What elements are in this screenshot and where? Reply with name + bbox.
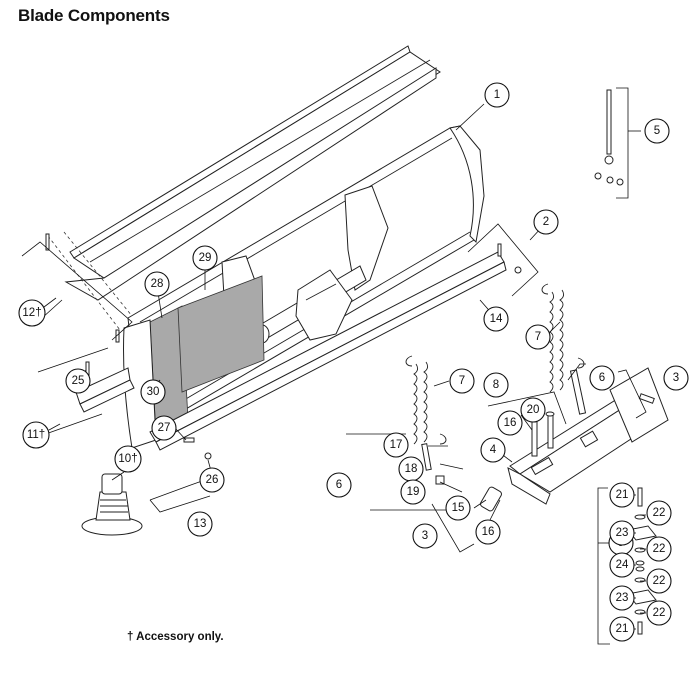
a-frame [507, 367, 669, 505]
callout-8: 8 [483, 372, 509, 398]
callout-3: 3 [663, 365, 689, 391]
callout-23-b: 23 [609, 585, 635, 611]
leader-lines [41, 103, 646, 630]
svg-text:22: 22 [653, 607, 666, 619]
callout-26: 26 [199, 467, 225, 493]
callout-30: 30 [140, 379, 166, 405]
small-bolts [45, 233, 522, 460]
callout-16-lower: 16 [475, 519, 501, 545]
svg-text:4: 4 [490, 444, 497, 456]
callout-5: 5 [644, 118, 670, 144]
svg-text:24: 24 [616, 559, 629, 571]
callout-11: 11† [22, 421, 50, 449]
svg-text:15: 15 [452, 502, 465, 514]
svg-text:21: 21 [616, 623, 629, 635]
spring-lower [405, 355, 447, 445]
callout-22-c: 22 [646, 568, 672, 594]
callout-22-b: 22 [646, 536, 672, 562]
svg-text:25: 25 [72, 375, 85, 387]
callout-20: 20 [520, 397, 546, 423]
callout-21-bottom: 21 [609, 616, 635, 642]
wear-shields [122, 275, 265, 449]
callout-17: 17 [383, 432, 409, 458]
svg-text:27: 27 [158, 422, 171, 434]
svg-text:10†: 10† [118, 453, 137, 465]
svg-text:13: 13 [194, 518, 207, 530]
svg-text:3: 3 [673, 372, 679, 384]
svg-text:5: 5 [654, 125, 660, 137]
callout-22-d: 22 [646, 600, 672, 626]
svg-text:30: 30 [147, 386, 160, 398]
bolt-6-right [569, 369, 587, 415]
svg-text:22: 22 [653, 575, 666, 587]
callout-13: 13 [187, 511, 213, 537]
svg-text:19: 19 [407, 486, 420, 498]
callout-23-a: 23 [609, 520, 635, 546]
pin-15 [480, 486, 502, 512]
footnote: † Accessory only. [127, 631, 224, 643]
bolt-3-right [638, 393, 655, 404]
callout-16-upper: 16 [497, 410, 523, 436]
svg-text:3: 3 [422, 530, 428, 542]
caster-10 [81, 473, 143, 536]
svg-text:29: 29 [199, 252, 212, 264]
svg-text:16: 16 [482, 526, 495, 538]
svg-text:7: 7 [535, 331, 541, 343]
callout-21-top: 21 [609, 482, 635, 508]
callout-2: 2 [533, 209, 559, 235]
callout-1: 1 [484, 82, 510, 108]
callout-22-a: 22 [646, 500, 672, 526]
callout-6-right: 6 [589, 365, 615, 391]
svg-text:17: 17 [390, 439, 403, 451]
svg-text:18: 18 [405, 463, 418, 475]
svg-text:22: 22 [653, 507, 666, 519]
end-piece-left [75, 367, 135, 413]
callout-12: 12† [18, 299, 46, 327]
svg-text:26: 26 [206, 474, 219, 486]
callout-19: 19 [400, 479, 426, 505]
callout-14: 14 [483, 306, 509, 332]
callout-4: 4 [480, 437, 506, 463]
spring-upper [541, 283, 585, 393]
rod-5 [594, 89, 624, 186]
svg-text:2: 2 [543, 216, 549, 228]
callout-7-upper: 7 [525, 324, 551, 350]
callout-10: 10† [114, 445, 142, 473]
callout-28: 28 [144, 271, 170, 297]
cutting-edge [64, 45, 441, 301]
svg-text:7: 7 [459, 375, 465, 387]
svg-text:23: 23 [616, 592, 629, 604]
group-brackets [21, 87, 647, 645]
callout-27: 27 [151, 415, 177, 441]
svg-text:11†: 11† [27, 429, 45, 441]
callout-24: 24 [609, 552, 635, 578]
lower-edge-strip [149, 251, 507, 451]
svg-text:8: 8 [493, 379, 499, 391]
callout-3-lower: 3 [412, 523, 438, 549]
bolt-17-assembly [421, 443, 445, 485]
svg-text:28: 28 [151, 278, 164, 290]
svg-text:21: 21 [616, 489, 629, 501]
svg-text:12†: 12† [22, 307, 41, 319]
callout-6-lower: 6 [326, 472, 352, 498]
svg-text:14: 14 [490, 313, 503, 325]
callout-18: 18 [398, 456, 424, 482]
svg-text:16: 16 [504, 417, 517, 429]
svg-text:1: 1 [494, 89, 500, 101]
svg-text:6: 6 [599, 372, 605, 384]
callout-15: 15 [445, 495, 471, 521]
svg-text:22: 22 [653, 543, 666, 555]
svg-text:20: 20 [527, 404, 540, 416]
svg-text:23: 23 [616, 527, 629, 539]
page-title: Blade Components [18, 6, 170, 25]
svg-text:6: 6 [336, 479, 342, 491]
callout-29: 29 [192, 245, 218, 271]
callout-25: 25 [65, 368, 91, 394]
callout-7-lower: 7 [449, 368, 475, 394]
